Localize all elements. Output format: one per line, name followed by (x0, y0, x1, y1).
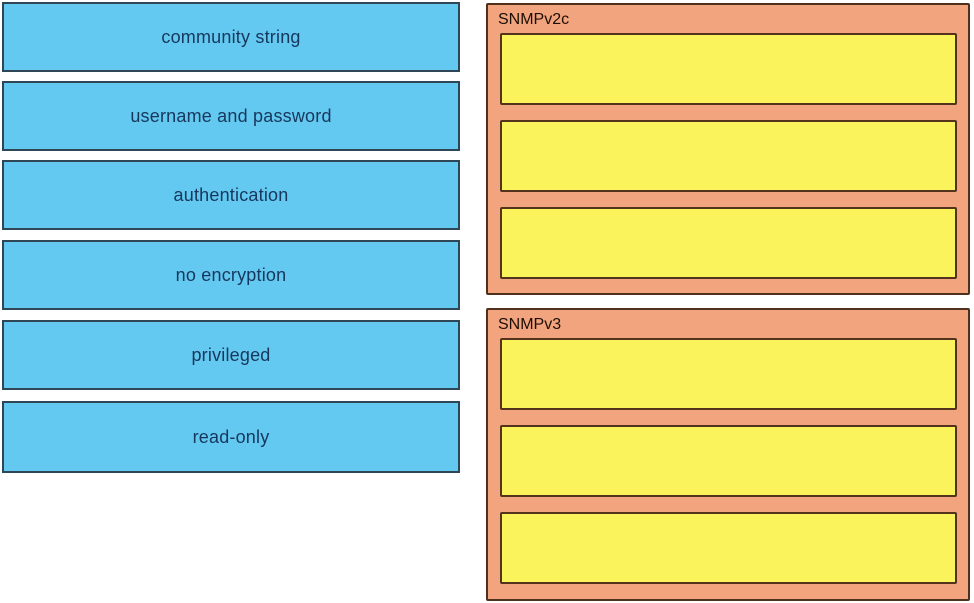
snmpv2c-drop-slot-1[interactable] (500, 33, 957, 105)
drag-item-username-and-password[interactable]: username and password (2, 81, 460, 151)
drop-zone-snmpv3: SNMPv3 (486, 308, 970, 601)
drop-zone-snmpv2c-title: SNMPv2c (498, 11, 570, 28)
drop-zone-snmpv3-title: SNMPv3 (498, 316, 562, 333)
drag-item-label: authentication (173, 184, 289, 205)
snmpv2c-drop-slot-2[interactable] (500, 120, 957, 192)
drag-item-community-string[interactable]: community string (2, 2, 460, 72)
snmpv3-drop-slot-2[interactable] (500, 425, 957, 497)
drag-item-read-only[interactable]: read-only (2, 401, 460, 473)
drag-item-privileged[interactable]: privileged (2, 320, 460, 390)
drag-item-label: read-only (192, 426, 270, 447)
drag-item-label: no encryption (175, 264, 287, 285)
snmpv2c-drop-slot-3[interactable] (500, 207, 957, 279)
snmpv3-drop-slot-1[interactable] (500, 338, 957, 410)
drag-item-label: community string (161, 26, 301, 47)
drag-item-authentication[interactable]: authentication (2, 160, 460, 230)
drag-item-label: privileged (191, 344, 271, 365)
drag-item-no-encryption[interactable]: no encryption (2, 240, 460, 310)
snmpv3-drop-slot-3[interactable] (500, 512, 957, 584)
drop-zone-snmpv2c: SNMPv2c (486, 3, 970, 295)
drag-item-label: username and password (130, 105, 332, 126)
